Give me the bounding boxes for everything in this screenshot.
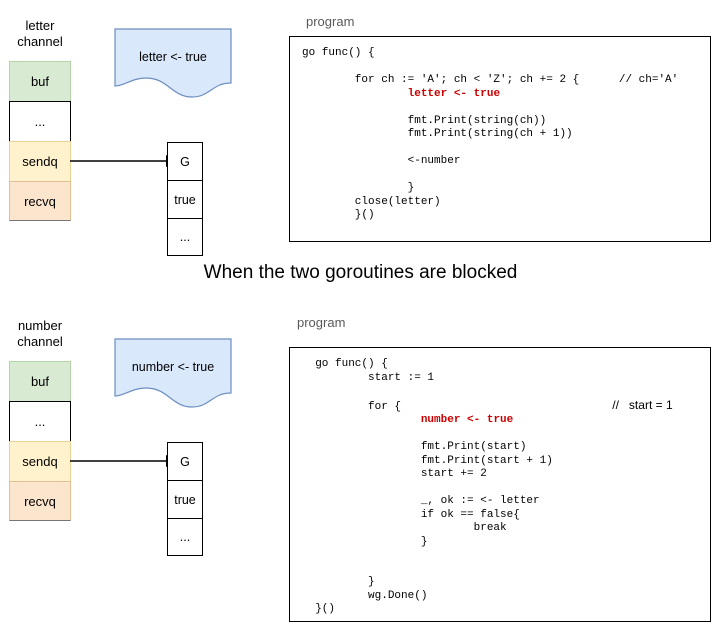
wave-callout-shape: [114, 338, 232, 408]
program-box-top: go func() { for ch := 'A'; ch < 'Z'; ch …: [289, 36, 711, 242]
number-channel-struct: buf ... sendq recvq: [9, 361, 71, 521]
number-goroutine-cell-g: G: [167, 442, 203, 480]
letter-channel-label-line1: letter: [25, 18, 55, 33]
center-banner: When the two goroutines are blocked: [203, 262, 518, 283]
program-label-top: program: [306, 14, 355, 29]
letter-send-callout-text: letter <- true: [139, 50, 207, 64]
number-goroutine-stack: G true ...: [167, 442, 203, 556]
number-channel-label-line2: channel: [17, 334, 63, 349]
letter-goroutine-cell-dots: ...: [167, 218, 203, 256]
letter-channel-cell-sendq: sendq: [9, 141, 71, 181]
number-channel-label: number channel: [0, 318, 85, 350]
number-sendq-to-goroutine-arrow: [70, 455, 178, 467]
letter-goroutine-stack: G true ...: [167, 142, 203, 256]
program-box-bottom: go func() { start := 1 for { // start = …: [289, 347, 711, 622]
letter-channel-label-line2: channel: [17, 34, 63, 49]
letter-channel-cell-recvq: recvq: [9, 181, 71, 221]
letter-channel-struct: buf ... sendq recvq: [9, 61, 71, 221]
program-code-top: go func() { for ch := 'A'; ch < 'Z'; ch …: [302, 47, 679, 221]
number-send-callout-text: number <- true: [131, 360, 215, 374]
number-channel-cell-buf: buf: [9, 361, 71, 401]
letter-goroutine-cell-true: true: [167, 180, 203, 218]
number-goroutine-cell-true: true: [167, 480, 203, 518]
number-send-callout: number <- true: [114, 338, 232, 408]
number-channel-cell-dots: ...: [9, 401, 71, 441]
letter-channel-cell-buf: buf: [9, 61, 71, 101]
program-label-bottom: program: [297, 315, 346, 330]
number-channel-cell-recvq: recvq: [9, 481, 71, 521]
letter-send-callout: letter <- true: [114, 28, 232, 98]
letter-sendq-to-goroutine-arrow: [70, 155, 178, 167]
wave-callout-shape: [114, 28, 232, 98]
letter-goroutine-cell-g: G: [167, 142, 203, 180]
letter-channel-cell-dots: ...: [9, 101, 71, 141]
program-code-bottom: go func() { start := 1 for { // start = …: [302, 358, 673, 615]
number-channel-cell-sendq: sendq: [9, 441, 71, 481]
number-channel-label-line1: number: [17, 318, 63, 333]
letter-channel-label: letter channel: [0, 18, 85, 50]
number-goroutine-cell-dots: ...: [167, 518, 203, 556]
